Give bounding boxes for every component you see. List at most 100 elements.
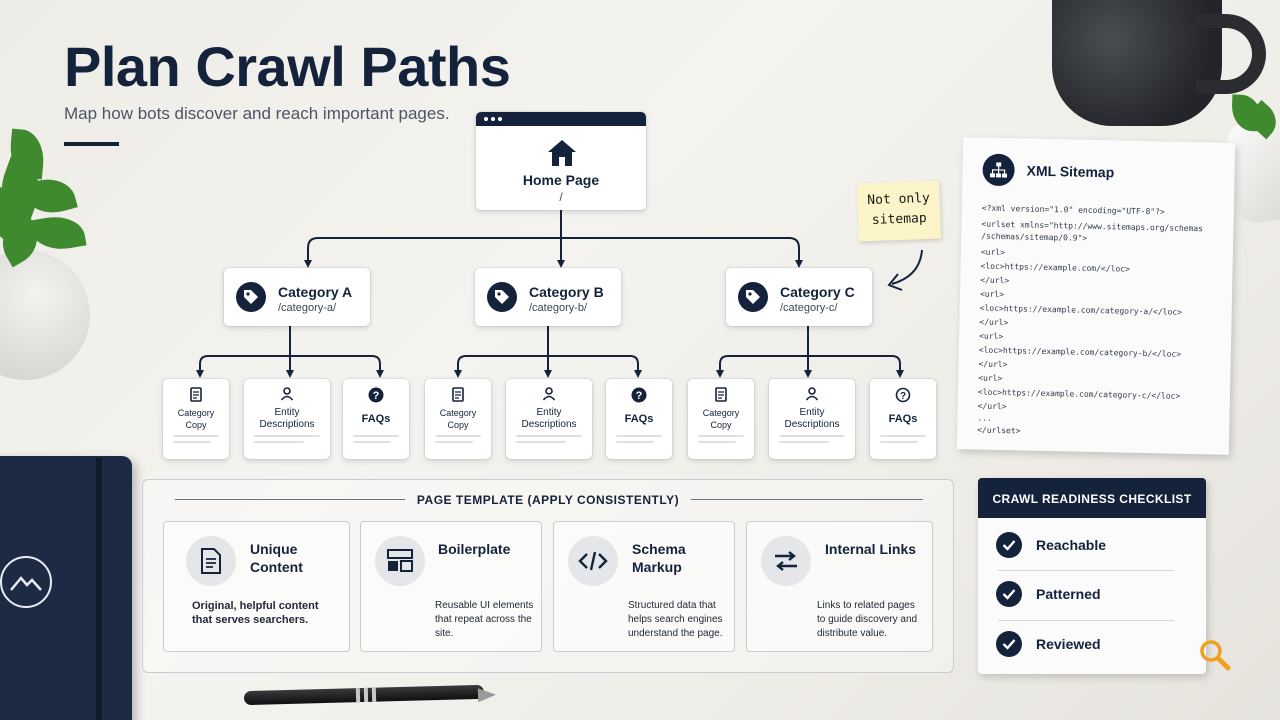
- code-line: /schemas/sitemap/0.9">: [981, 231, 1088, 243]
- code-line: </urlset>: [977, 425, 1021, 436]
- leaf-label: FAQs: [624, 413, 654, 425]
- home-page-path: /: [559, 190, 563, 204]
- person-icon: [244, 387, 330, 401]
- leaf-label: FAQs: [888, 413, 918, 425]
- code-line: </url>: [978, 359, 1008, 370]
- magnifier-icon: [1198, 638, 1232, 677]
- category-path: /category-c/: [780, 302, 838, 314]
- layout-icon: [375, 536, 425, 586]
- leaf-faqs: ? FAQs: [606, 379, 672, 459]
- browser-bar: [476, 112, 646, 126]
- checklist-label: Reachable: [1036, 537, 1107, 553]
- xml-sitemap-sheet: XML Sitemap <?xml version="1.0" encoding…: [956, 137, 1236, 455]
- coffee-mug: [1052, 0, 1222, 126]
- feature-name: Schema Markup: [632, 541, 686, 575]
- sticky-note: Not only sitemap: [857, 180, 941, 242]
- checklist-label: Reviewed: [1036, 636, 1101, 652]
- leaf-entity-descriptions: Entity Descriptions: [244, 379, 330, 459]
- code-line: <url>: [980, 247, 1006, 258]
- feature-description: Reusable UI elements that repeat across …: [435, 600, 534, 639]
- svg-text:?: ?: [373, 390, 380, 402]
- sitemap-icon: [982, 153, 1015, 187]
- question-icon: ?: [870, 387, 936, 403]
- feature-unique-content: Unique Content Original, helpful content…: [163, 521, 350, 652]
- code-line: <?xml version="1.0" encoding="UTF-8"?>: [981, 203, 1165, 217]
- person-icon: [506, 387, 592, 401]
- sticky-line-1: Not only: [867, 190, 931, 209]
- page-subtitle: Map how bots discover and reach importan…: [64, 104, 450, 123]
- checklist-item: Reviewed: [996, 631, 1196, 661]
- home-page-label: Home Page: [522, 172, 600, 188]
- checklist-label: Patterned: [1036, 586, 1101, 602]
- checkmark-icon: [996, 631, 1022, 657]
- leaf-faqs: ? FAQs: [870, 379, 936, 459]
- feature-name: Boilerplate: [438, 541, 511, 557]
- checkmark-icon: [996, 532, 1022, 558]
- question-icon: ?: [606, 387, 672, 403]
- leaf-label: Category Copy: [177, 408, 215, 430]
- leaf-category-copy: Category Copy: [425, 379, 491, 459]
- leaf-category-copy: Category Copy: [163, 379, 229, 459]
- code-line: <url>: [978, 373, 1003, 384]
- feature-schema-markup: Schema Markup Structured data that helps…: [553, 521, 735, 652]
- page-title: Plan Crawl Paths: [64, 35, 511, 98]
- mountain-logo-icon: [0, 556, 52, 608]
- code-line: ...: [977, 413, 992, 423]
- leaf-label: Entity Descriptions: [259, 407, 315, 430]
- leaf-label: FAQs: [361, 413, 391, 425]
- leaf-entity-descriptions: Entity Descriptions: [769, 379, 855, 459]
- page-template-title: PAGE TEMPLATE (APPLY CONSISTENTLY): [416, 493, 680, 507]
- code-line: </url>: [977, 401, 1007, 412]
- code-icon: [568, 536, 618, 586]
- checklist-item: Patterned: [996, 581, 1196, 611]
- category-c-node: Category C /category-c/: [726, 268, 872, 326]
- code-line: <loc>https://example.com/category-c/</lo…: [977, 387, 1181, 401]
- feature-internal-links: Internal Links Links to related pages to…: [746, 521, 933, 652]
- feature-name: Unique Content: [250, 541, 303, 575]
- leaf-label: Entity Descriptions: [784, 407, 840, 430]
- leaf-faqs: ? FAQs: [343, 379, 409, 459]
- leaf-category-copy: Category Copy: [688, 379, 754, 459]
- checklist-title: CRAWL READINESS CHECKLIST: [978, 478, 1206, 518]
- code-line: <loc>https://example.com/category-b/</lo…: [978, 345, 1182, 359]
- feature-description: Original, helpful content that serves se…: [192, 600, 319, 626]
- category-name: Category C: [780, 284, 855, 300]
- category-name: Category B: [529, 284, 604, 300]
- code-line: <url>: [979, 289, 1005, 300]
- checklist-item: Reachable: [996, 532, 1196, 562]
- category-path: /category-a/: [278, 302, 337, 314]
- tag-icon: [738, 282, 768, 312]
- sitemap-title: XML Sitemap: [1026, 162, 1115, 181]
- svg-text:?: ?: [636, 390, 643, 402]
- title-underline: [64, 142, 119, 146]
- feature-name: Internal Links: [825, 541, 917, 557]
- category-b-node: Category B /category-b/: [475, 268, 621, 326]
- code-line: </url>: [979, 317, 1009, 328]
- leaf-label: Category Copy: [702, 408, 740, 430]
- person-icon: [769, 387, 855, 401]
- feature-description: Links to related pages to guide discover…: [817, 600, 918, 639]
- code-line: <urlset xmlns="http://www.sitemaps.org/s…: [981, 219, 1204, 234]
- notebook-band: [96, 458, 102, 720]
- page-template-panel: PAGE TEMPLATE (APPLY CONSISTENTLY) Uniqu…: [142, 479, 954, 673]
- checkmark-icon: [996, 581, 1022, 607]
- home-icon: [546, 138, 578, 173]
- svg-text:?: ?: [900, 391, 906, 402]
- code-line: <url>: [979, 331, 1004, 342]
- category-a-node: Category A /category-a/: [224, 268, 370, 326]
- feature-description: Structured data that helps search engine…: [628, 600, 723, 639]
- document-icon: [163, 387, 229, 402]
- code-line: </url>: [980, 275, 1010, 286]
- tag-icon: [487, 282, 517, 312]
- document-icon: [688, 387, 754, 402]
- leaf-entity-descriptions: Entity Descriptions: [506, 379, 592, 459]
- category-name: Category A: [278, 284, 353, 300]
- code-line: <loc>https://example.com/</loc>: [980, 261, 1130, 274]
- home-page-node: Home Page /: [476, 112, 646, 210]
- sticky-line-2: sitemap: [871, 211, 927, 228]
- document-icon: [186, 536, 236, 586]
- document-icon: [425, 387, 491, 402]
- tag-icon: [236, 282, 266, 312]
- crawl-readiness-checklist: CRAWL READINESS CHECKLIST Reachable Patt…: [978, 478, 1206, 674]
